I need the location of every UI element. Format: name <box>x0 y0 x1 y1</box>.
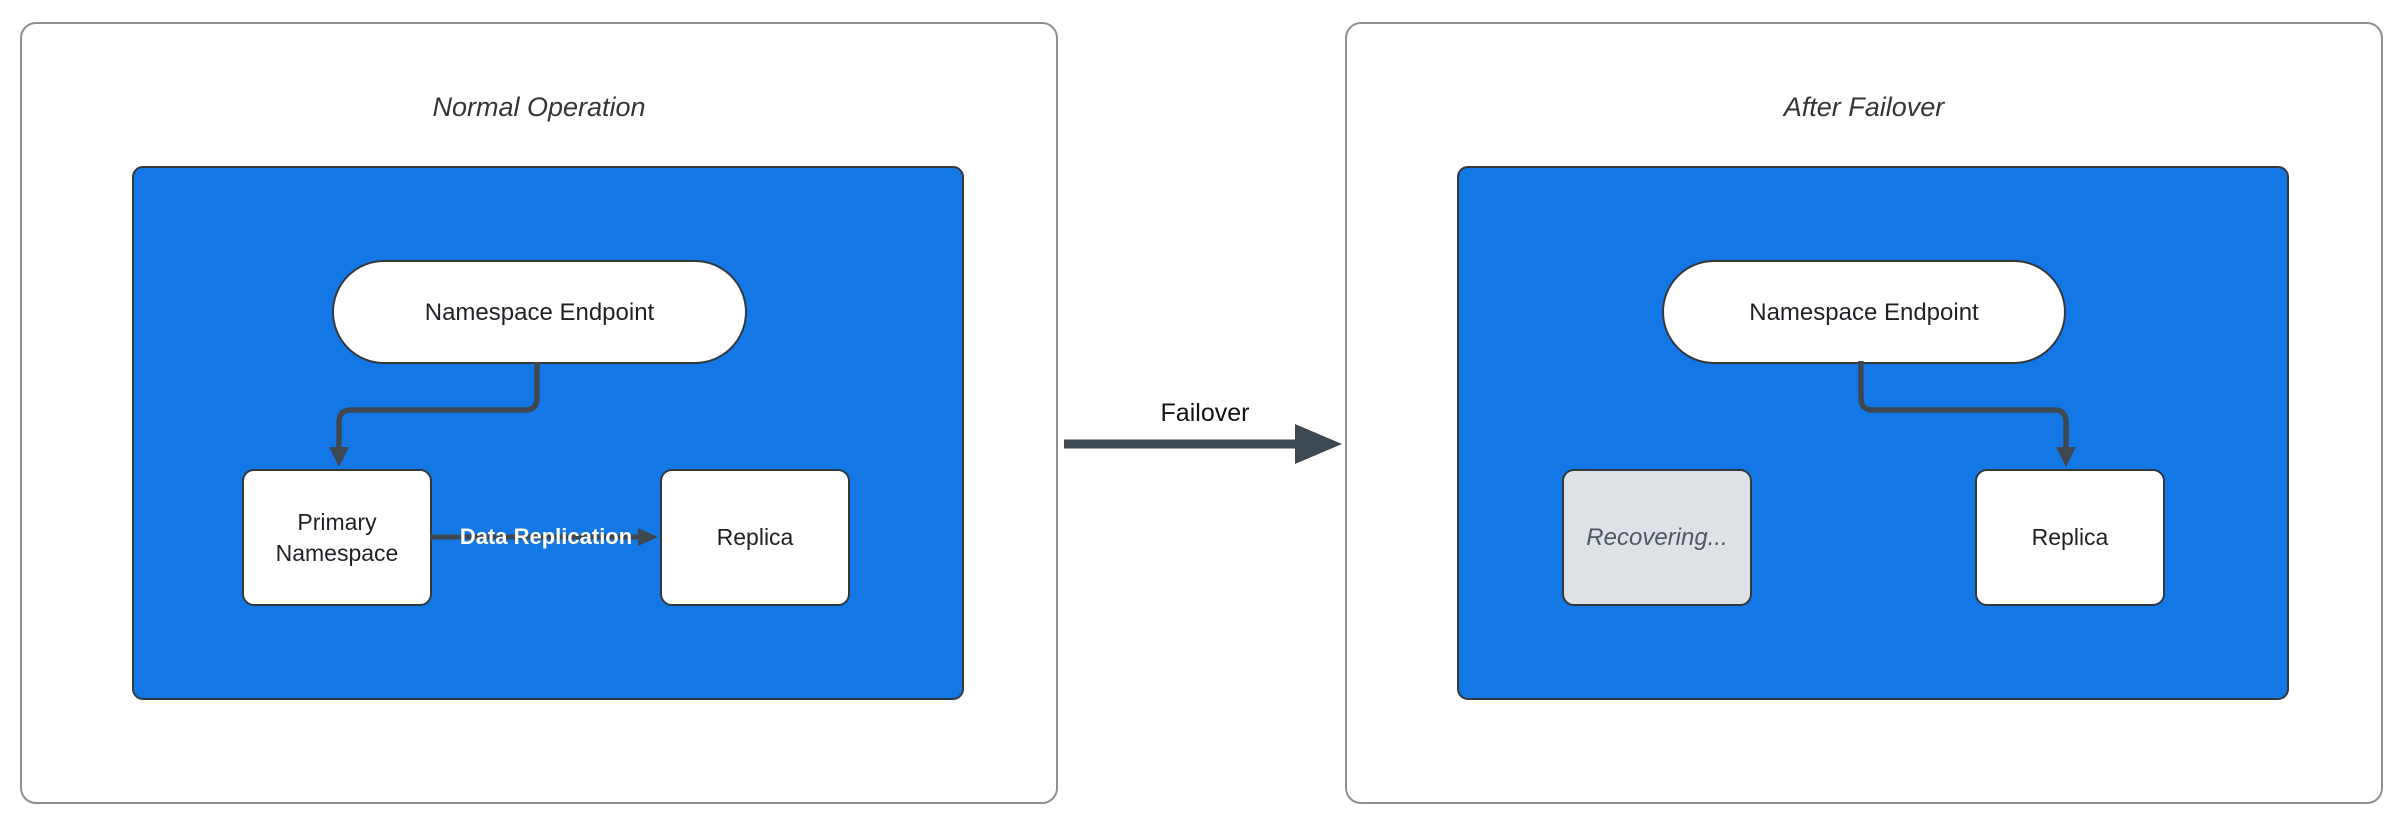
node-namespace-endpoint: Namespace Endpoint <box>1662 260 2066 364</box>
node-label: Primary Namespace <box>275 508 399 566</box>
namespace-container <box>1457 166 2289 700</box>
panel-title: After Failover <box>1783 92 1945 122</box>
node-label: Replica <box>716 524 794 550</box>
panel-title: Normal Operation <box>432 92 646 122</box>
node-label: Namespace Endpoint <box>1749 298 1979 326</box>
panel-after-failover: After Failover Namespace Endpoint Recove… <box>1345 22 2383 804</box>
node-primary-namespace: Primary Namespace <box>242 469 432 606</box>
failover-arrow-label: Failover <box>1160 399 1250 427</box>
edge-label-data-replication: Data Replication <box>459 524 633 549</box>
node-label: Namespace Endpoint <box>424 298 655 326</box>
node-label: Recovering... <box>1586 524 1728 551</box>
node-label: Replica <box>2031 524 2109 550</box>
node-recovering: Recovering... <box>1562 469 1752 606</box>
arrowhead-right-icon <box>1295 424 1342 464</box>
node-namespace-endpoint: Namespace Endpoint <box>332 260 747 364</box>
panel-normal-operation: Normal Operation Namespace Endpoint Prim… <box>20 22 1058 804</box>
node-replica: Replica <box>660 469 850 606</box>
node-replica: Replica <box>1975 469 2165 606</box>
namespace-container <box>132 166 964 700</box>
